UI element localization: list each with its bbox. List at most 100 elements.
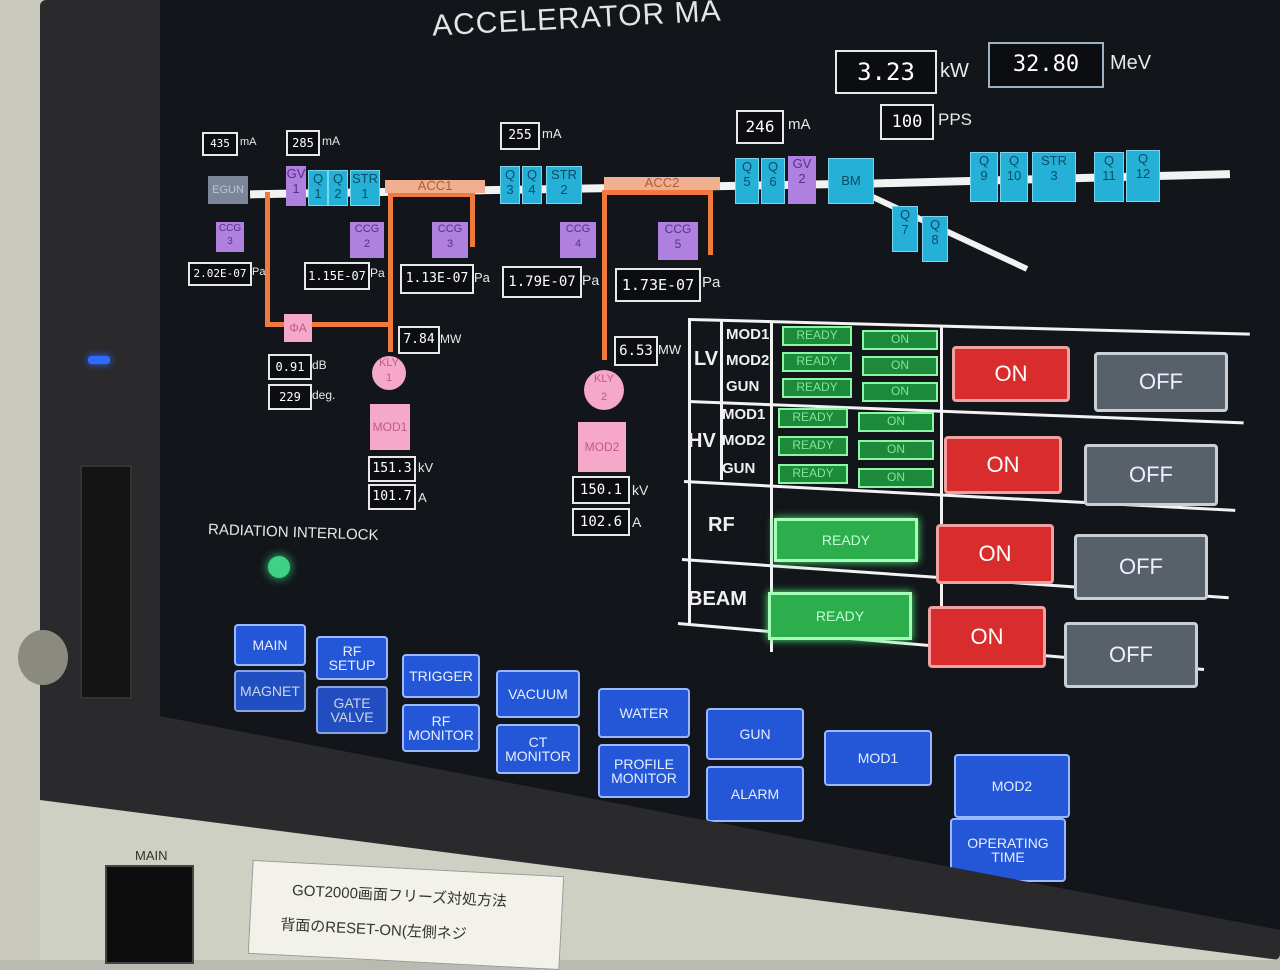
- instruction-sticker: GOT2000画面フリーズ対処方法 背面のRESET-ON(左側ネジ: [247, 859, 565, 970]
- sticker-line-2: 背面のRESET-ON(左側ネジ: [279, 916, 468, 944]
- mod2-current-unit: A: [632, 514, 642, 530]
- power-led: [88, 356, 110, 364]
- nav-gun-button[interactable]: GUN: [706, 708, 804, 760]
- hv-label: HV: [688, 430, 716, 452]
- main-switch-label: MAIN: [135, 848, 168, 863]
- lv-gun-ready: READY: [782, 378, 852, 398]
- beam-power-value: 3.23: [835, 50, 937, 94]
- current-4-value: 246: [736, 110, 784, 144]
- lv-on-button[interactable]: ON: [952, 346, 1070, 402]
- nav-main-button[interactable]: MAIN: [234, 624, 306, 666]
- nav-water-button[interactable]: WATER: [598, 688, 690, 738]
- nav-vacuum-button[interactable]: VACUUM: [496, 670, 580, 718]
- rf-ready-indicator: READY: [774, 518, 918, 562]
- steering-2: STR 2: [546, 166, 582, 204]
- klystron-2: KLY 2: [584, 370, 624, 410]
- quad-11: Q 11: [1094, 152, 1124, 202]
- nav-rf-monitor-button[interactable]: RF MONITOR: [402, 704, 480, 752]
- quad-8: Q 8: [922, 216, 948, 262]
- cabinet-knob[interactable]: [18, 630, 68, 685]
- hv-off-button[interactable]: OFF: [1084, 444, 1218, 506]
- mod2-current-value: 102.6: [572, 508, 630, 536]
- sticker-line-1: GOT2000画面フリーズ対処方法: [291, 882, 508, 911]
- attenuation-value: 0.91: [268, 354, 312, 380]
- nav-magnet-button[interactable]: MAGNET: [234, 670, 306, 712]
- klystron-1: KLY 1: [372, 356, 406, 390]
- quad-1: Q 1: [308, 170, 328, 206]
- nav-trigger-button[interactable]: TRIGGER: [402, 654, 480, 698]
- current-3-value: 255: [500, 122, 540, 150]
- hv-mod1-label: MOD1: [722, 406, 766, 423]
- hv-on-button[interactable]: ON: [944, 436, 1062, 494]
- bending-magnet: BM: [828, 158, 874, 204]
- status-grid-col-3: [770, 322, 773, 652]
- beam-off-button[interactable]: OFF: [1064, 622, 1198, 688]
- page-title: ACCELERATOR MA: [431, 0, 723, 43]
- current-1-value: 435: [202, 132, 238, 156]
- accelerator-2: ACC2: [604, 176, 720, 190]
- hv-mod1-ready: READY: [778, 408, 848, 428]
- lv-label: LV: [694, 348, 719, 370]
- lv-mod2-label: MOD2: [726, 352, 770, 369]
- beam-label: BEAM: [688, 588, 747, 610]
- current-3-unit: mA: [542, 126, 562, 141]
- radiation-interlock-label: RADIATION INTERLOCK: [207, 521, 379, 544]
- equipment-side-panel: [0, 0, 45, 960]
- rf-line-1: [265, 192, 270, 327]
- current-4-unit: mA: [788, 116, 811, 133]
- nav-gate-valve-button[interactable]: GATE VALVE: [316, 686, 388, 734]
- kly1-power-value: 7.84: [398, 326, 440, 354]
- radiation-interlock-indicator: [268, 556, 290, 578]
- usb-slot: [80, 465, 132, 699]
- mod1-current-value: 101.7: [368, 484, 416, 510]
- hv-mod2-ready: READY: [778, 436, 848, 456]
- steering-1: STR 1: [350, 170, 380, 206]
- hv-mod1-on: ON: [858, 412, 934, 432]
- quad-10: Q 10: [1000, 152, 1028, 202]
- quad-5: Q 5: [735, 158, 759, 204]
- nav-mod2-button[interactable]: MOD2: [954, 754, 1070, 818]
- pressure-4-value: 1.79E-07: [502, 266, 582, 298]
- rep-rate-unit: PPS: [938, 110, 973, 129]
- quad-6: Q 6: [761, 158, 785, 204]
- quad-9: Q 9: [970, 152, 998, 202]
- nav-rf-setup-button[interactable]: RF SETUP: [316, 636, 388, 680]
- mod1-voltage-unit: kV: [418, 460, 434, 475]
- ccg-gauge-1: CCG 3: [216, 222, 244, 252]
- nav-alarm-button[interactable]: ALARM: [706, 766, 804, 822]
- lv-mod2-on: ON: [862, 356, 938, 376]
- rf-on-button[interactable]: ON: [936, 524, 1054, 584]
- main-power-switch[interactable]: [105, 865, 194, 964]
- rf-line-2: [265, 322, 390, 327]
- rf-line-6: [602, 190, 607, 360]
- pressure-1-unit: Pa: [252, 266, 266, 278]
- nav-profile-monitor-button[interactable]: PROFILE MONITOR: [598, 744, 690, 798]
- current-1-unit: mA: [240, 136, 257, 148]
- hv-mod2-on: ON: [858, 440, 934, 460]
- rep-rate-value: 100: [880, 104, 934, 140]
- pressure-1-value: 2.02E-07: [188, 262, 252, 286]
- mod1-current-unit: A: [418, 490, 427, 505]
- steering-3: STR 3: [1032, 152, 1076, 202]
- egun-block: EGUN: [208, 176, 248, 204]
- accelerator-1: ACC1: [385, 179, 485, 193]
- beam-power-unit: kW: [940, 60, 969, 82]
- rf-label: RF: [708, 514, 735, 536]
- hv-gun-ready: READY: [778, 464, 848, 484]
- lv-gun-label: GUN: [726, 378, 760, 395]
- beam-on-button[interactable]: ON: [928, 606, 1046, 668]
- rf-line-7: [602, 190, 712, 195]
- mod1-voltage-value: 151.3: [368, 456, 416, 482]
- rf-off-button[interactable]: OFF: [1074, 534, 1208, 600]
- lv-gun-on: ON: [862, 382, 938, 402]
- lv-off-button[interactable]: OFF: [1094, 352, 1228, 412]
- ccg-gauge-3: CCG 3: [432, 222, 468, 258]
- pressure-2-value: 1.15E-07: [304, 262, 370, 290]
- ccg-gauge-5: CCG 5: [658, 222, 698, 260]
- pressure-3-unit: Pa: [474, 270, 490, 285]
- lv-mod2-ready: READY: [782, 352, 852, 372]
- lv-mod1-ready: READY: [782, 326, 852, 346]
- hv-gun-on: ON: [858, 468, 934, 488]
- nav-ct-monitor-button[interactable]: CT MONITOR: [496, 724, 580, 774]
- nav-mod1-button[interactable]: MOD1: [824, 730, 932, 786]
